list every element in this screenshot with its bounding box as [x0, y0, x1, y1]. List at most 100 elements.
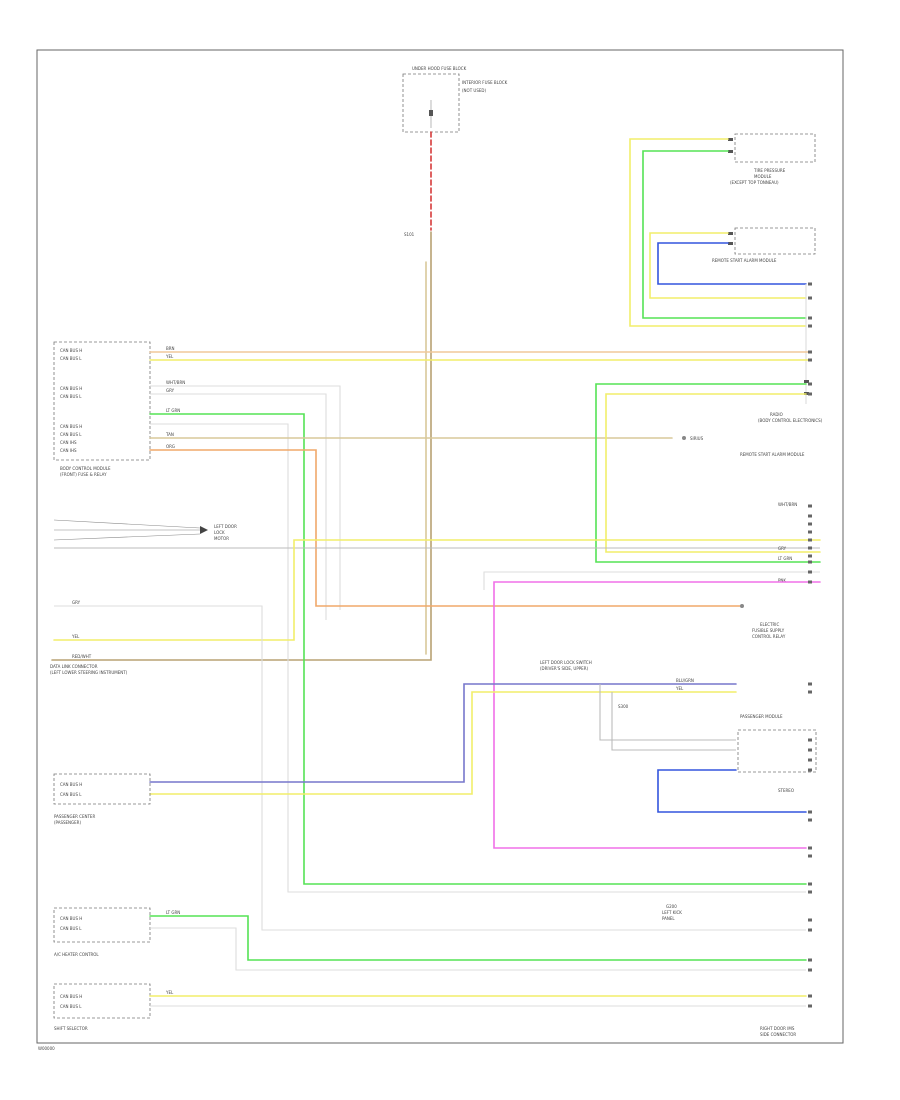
connector-pin	[808, 958, 812, 962]
svg-text:(PASSENGER): (PASSENGER)	[54, 820, 81, 825]
wire-label-mid-yel: YEL	[71, 634, 80, 639]
tire-pressure-module: TIRE PRESSURE MODULE (EXCEPT TOP TONNEAU…	[728, 133, 816, 185]
wire-blue-stereo	[657, 769, 807, 813]
svg-text:PASSENGER MODULE: PASSENGER MODULE	[740, 714, 783, 719]
svg-text:(DRIVER'S SIDE, UPPER): (DRIVER'S SIDE, UPPER)	[540, 666, 588, 671]
connector-pin	[808, 570, 812, 574]
connector-pin	[808, 846, 812, 850]
svg-text:LEFT DOOR: LEFT DOOR	[214, 524, 237, 529]
svg-text:CAN BUS H: CAN BUS H	[60, 994, 82, 999]
wire-green-radio	[595, 383, 821, 563]
svg-text:CAN BUS H: CAN BUS H	[60, 916, 82, 921]
diagram-frame	[36, 49, 844, 1044]
connector-pin	[808, 768, 812, 772]
svg-text:CAN BUS L: CAN BUS L	[60, 432, 82, 437]
connector-pin	[808, 504, 812, 508]
wire-gray-hvac	[150, 927, 806, 971]
connector-pin	[808, 530, 812, 534]
passenger-module: PASSENGER MODULE	[737, 714, 817, 773]
wire-label-tan-6: TAN	[165, 432, 174, 437]
wire-label-bcm-3: WHT/BRN	[166, 380, 185, 385]
svg-text:CAN BUS L: CAN BUS L	[60, 394, 82, 399]
svg-text:(FRONT) FUSE & RELAY: (FRONT) FUSE & RELAY	[60, 472, 107, 477]
footer-code: W00000	[38, 1046, 55, 1051]
hvac-control: CAN BUS H CAN BUS L A/C HEATER CONTROL	[53, 907, 151, 957]
wire-gray-switch-1	[599, 684, 736, 741]
right-door-ims: RIGHT DOOR IMS SIDE CONNECTOR	[760, 1026, 796, 1037]
wire-pink	[493, 581, 821, 849]
wire-label-hvac: LT GRN	[166, 910, 180, 915]
wire-blu-remote	[657, 242, 807, 285]
connector-pin	[808, 546, 812, 550]
svg-text:CAN IHS: CAN IHS	[60, 440, 77, 445]
wire-yellow-tpms	[629, 138, 807, 327]
svg-text:G200: G200	[666, 904, 677, 909]
wire-yellow-mid	[53, 539, 821, 641]
connector-pin	[808, 690, 812, 694]
svg-text:PNK: PNK	[778, 578, 786, 583]
connector-pin	[808, 810, 812, 814]
svg-text:CAN BUS H: CAN BUS H	[60, 386, 82, 391]
remote-start-module: REMOTE START ALARM MODULE	[712, 227, 816, 263]
svg-text:RADIO: RADIO	[770, 412, 783, 417]
svg-text:MODULE: MODULE	[754, 174, 772, 179]
connector-pin	[808, 316, 812, 320]
connector-pin	[808, 682, 812, 686]
svg-text:FUSIBLE SUPPLY: FUSIBLE SUPPLY	[752, 628, 785, 633]
wire-yel-remote	[649, 232, 807, 299]
svg-text:TIRE PRESSURE: TIRE PRESSURE	[753, 168, 786, 173]
wire-green-bcm	[149, 413, 807, 885]
wire-label-door-2: YEL	[675, 686, 684, 691]
left-door-lock-motor: LEFT DOOR LOCK MOTOR	[53, 519, 237, 541]
svg-text:RED/WHT: RED/WHT	[72, 654, 92, 659]
svg-text:MOTOR: MOTOR	[214, 536, 229, 541]
wire-gray-pink-companion	[483, 571, 820, 590]
connector-pin	[808, 928, 812, 932]
left-door-lock-switch: LEFT DOOR LOCK SWITCH (DRIVER'S SIDE, UP…	[540, 660, 592, 671]
passenger-center: CAN BUS H CAN BUS L PASSENGER CENTER (PA…	[53, 773, 151, 825]
wire-gray-bcm-5	[150, 423, 806, 893]
shift-selector: CAN BUS H CAN BUS L SHIFT SELECTOR	[53, 983, 151, 1031]
connector-pin	[808, 748, 812, 752]
wire-label-orange-7: ORG	[166, 444, 175, 449]
connector-pin	[808, 968, 812, 972]
svg-text:BODY CONTROL MODULE: BODY CONTROL MODULE	[60, 466, 111, 471]
svg-text:(BODY CONTROL ELECTRONICS): (BODY CONTROL ELECTRONICS)	[758, 418, 823, 423]
wire-green-tpms	[642, 150, 807, 319]
connector-pin	[808, 296, 812, 300]
svg-text:LEFT DOOR LOCK SWITCH: LEFT DOOR LOCK SWITCH	[540, 660, 592, 665]
connector-pin	[808, 522, 812, 526]
connector-pin	[808, 324, 812, 328]
connector-pin	[808, 560, 812, 564]
svg-text:(LEFT LOWER STEERING INSTRUMEN: (LEFT LOWER STEERING INSTRUMENT)	[50, 670, 128, 675]
connector-pin	[808, 918, 812, 922]
svg-text:CONTROL RELAY: CONTROL RELAY	[752, 634, 786, 639]
connector-pin	[808, 854, 812, 858]
connector-pin	[808, 890, 812, 894]
ground-g200: G200 LEFT KICK PANEL	[662, 904, 682, 921]
svg-text:INTERIOR FUSE BLOCK: INTERIOR FUSE BLOCK	[462, 80, 508, 85]
electric-relay: ELECTRIC FUSIBLE SUPPLY CONTROL RELAY	[740, 604, 786, 639]
svg-text:CAN BUS H: CAN BUS H	[60, 348, 82, 353]
connector-pin	[808, 350, 812, 354]
svg-text:WHT/BRN: WHT/BRN	[778, 502, 797, 507]
svg-text:SIRIUS: SIRIUS	[690, 436, 704, 441]
wire-yellow-door	[149, 691, 737, 795]
svg-text:REMOTE START ALARM MODULE: REMOTE START ALARM MODULE	[740, 452, 805, 457]
svg-text:LOCK: LOCK	[214, 530, 225, 535]
wire-gray-switch-2	[611, 692, 736, 751]
svg-text:CAN IHS: CAN IHS	[60, 448, 77, 453]
wire-label-gry: GRY	[72, 600, 81, 605]
stereo-label: STEREO	[778, 788, 794, 793]
wire-label-bcm-4: GRY	[166, 388, 175, 393]
svg-text:CAN BUS L: CAN BUS L	[60, 1004, 82, 1009]
svg-text:RIGHT DOOR IMS: RIGHT DOOR IMS	[760, 1026, 795, 1031]
svg-text:UNDER HOOD FUSE BLOCK: UNDER HOOD FUSE BLOCK	[412, 66, 467, 71]
svg-text:LT GRN: LT GRN	[778, 556, 792, 561]
connector-pin	[808, 1004, 812, 1008]
svg-text:CAN BUS L: CAN BUS L	[60, 792, 82, 797]
connector-pin	[808, 538, 812, 542]
connector-pin	[808, 358, 812, 362]
connector-pin	[808, 382, 812, 386]
